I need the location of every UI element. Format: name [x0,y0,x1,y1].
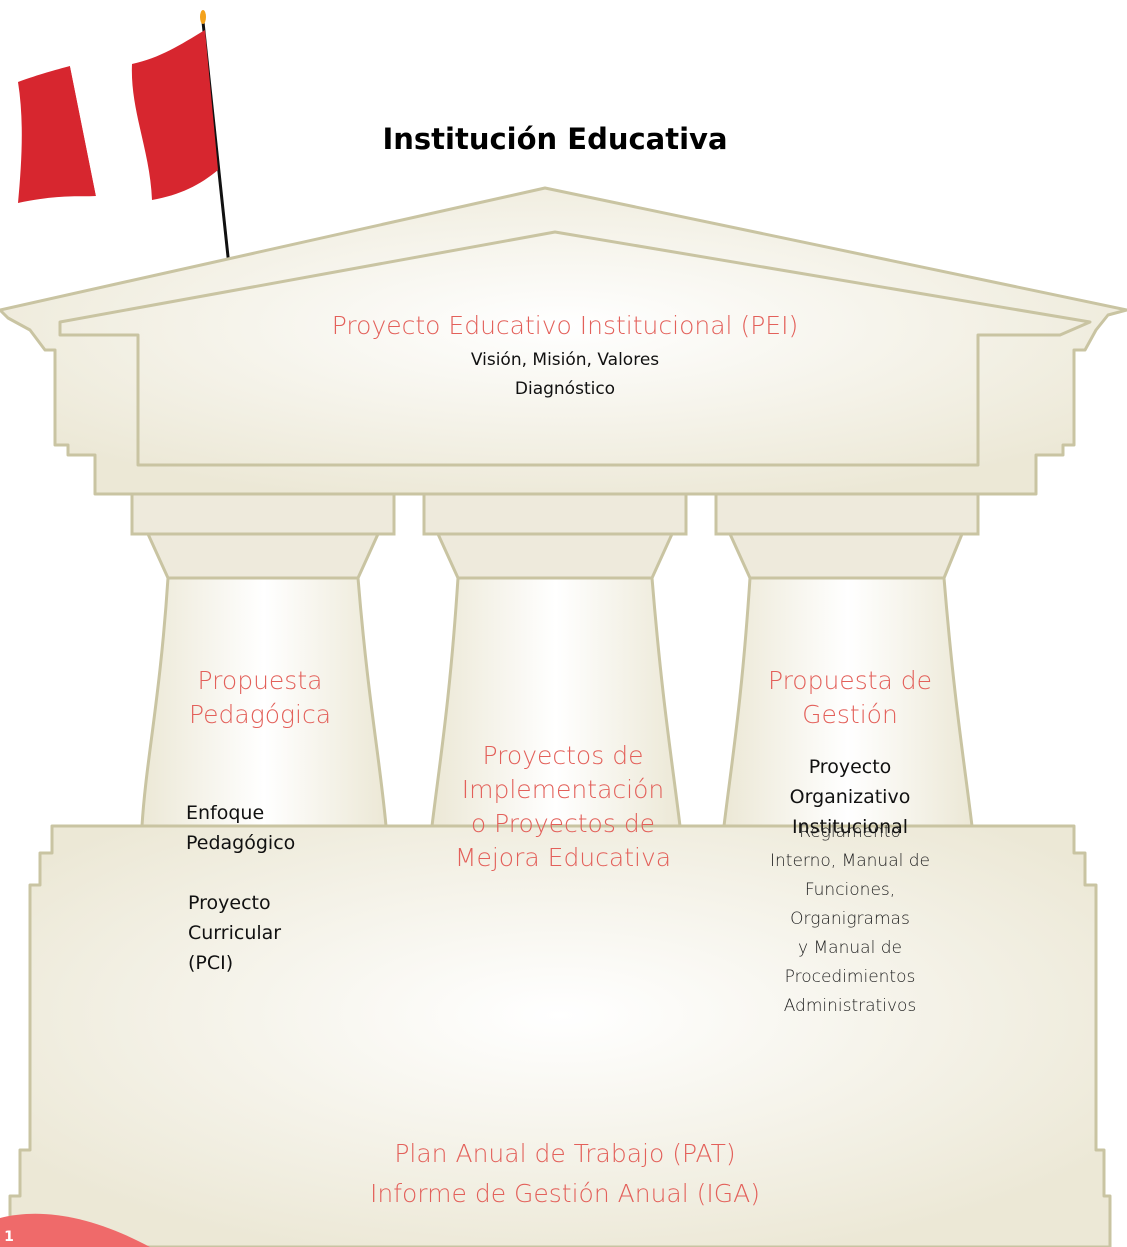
diagram-title: Institución Educativa [382,122,728,156]
propuesta-gestion-title: Propuesta de Gestión [767,666,933,729]
plan-anual-label: Plan Anual de Trabajo (PAT) [394,1139,736,1168]
column-cap-middle [422,492,688,580]
flag-stripe-middle [70,62,152,200]
proyecto-organizativo-label: Proyecto Organizativo Institucional [789,756,911,838]
column-cap-left [130,492,396,580]
column-cap-right [714,492,980,580]
stepped-base [8,824,1112,1247]
propuesta-pedagogica-title: Propuesta Pedagógica [188,666,332,729]
pediment [0,186,1127,496]
peru-flag [18,10,231,267]
flag-stripe-right [131,30,218,200]
page-number: 1 [4,1229,14,1245]
informe-gestion-label: Informe de Gestión Anual (IGA) [369,1179,760,1208]
proyectos-implementacion-title: Proyectos de Implementación o Proyectos … [454,741,672,872]
page-number-badge [0,1213,150,1247]
proyecto-curricular-label: Proyecto Curricular (PCI) [188,892,282,974]
flag-pole-flame [200,10,206,24]
pei-title: Proyecto Educativo Institucional (PEI) [331,311,799,340]
reglamento-manuales-label: Reglamento Interno, Manual de Funciones,… [769,822,930,1016]
flag-stripe-left [18,66,96,203]
pei-line-diagnostic: Diagnóstico [514,379,616,399]
enfoque-pedagogico-label: Enfoque Pedagógico [186,802,296,854]
pei-line-values: Visión, Misión, Valores [470,350,660,370]
